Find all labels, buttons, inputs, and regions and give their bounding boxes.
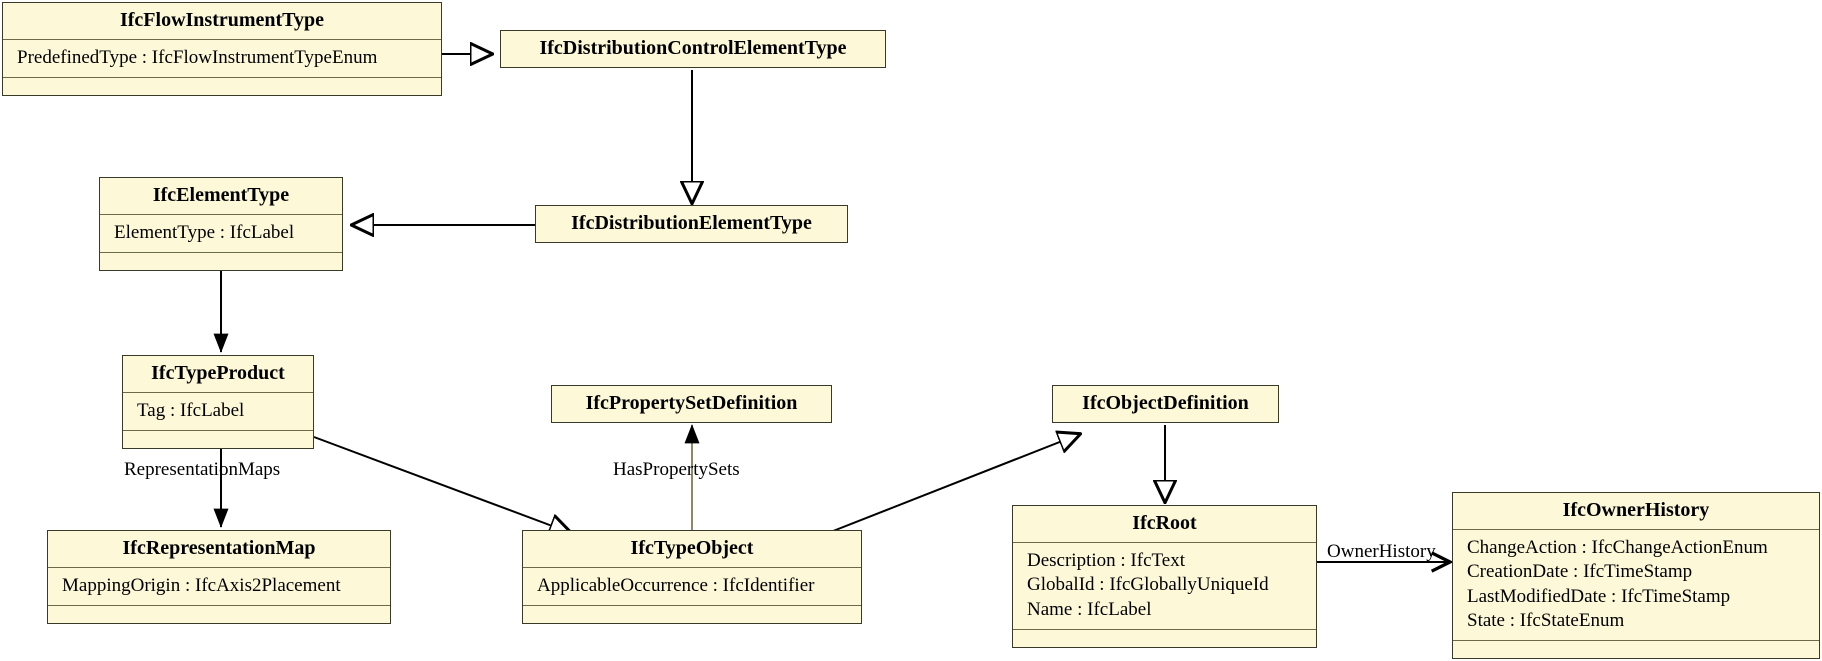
class-box-ifcflowinstrumenttype[interactable]: IfcFlowInstrumentType PredefinedType : I… <box>2 2 442 97</box>
class-box-ifcdistributionelementtype[interactable]: IfcDistributionElementType <box>535 205 848 243</box>
class-box-ifcdistributioncontrolelementtype[interactable]: IfcDistributionControlElementType <box>500 30 886 68</box>
attribute-row: ElementType : IfcLabel <box>114 222 295 243</box>
class-title: IfcRepresentationMap <box>122 537 316 559</box>
edge-label-owner-history: OwnerHistory <box>1327 541 1436 562</box>
class-attributes: ElementType : IfcLabel <box>100 214 342 252</box>
class-box-ifcobjectdefinition[interactable]: IfcObjectDefinition <box>1052 385 1279 423</box>
class-title: IfcDistributionElementType <box>571 212 812 234</box>
class-attributes: ApplicableOccurrence : IfcIdentifier <box>523 567 861 605</box>
class-operations <box>523 605 861 623</box>
attribute-row: CreationDate : IfcTimeStamp <box>1467 561 1693 583</box>
class-title: IfcPropertySetDefinition <box>585 392 798 414</box>
class-box-ifcpropertysetdefinition[interactable]: IfcPropertySetDefinition <box>551 385 832 423</box>
attribute-row: ChangeAction : IfcChangeActionEnum <box>1467 537 1768 558</box>
attribute-row: LastModifiedDate : IfcTimeStamp <box>1467 585 1731 607</box>
class-operations <box>1453 640 1819 658</box>
edge-label-has-property-sets: HasPropertySets <box>613 459 740 480</box>
class-attributes: Tag : IfcLabel <box>123 392 313 430</box>
class-operations <box>1013 628 1316 647</box>
class-title: IfcTypeProduct <box>151 362 285 384</box>
class-box-ifcroot[interactable]: IfcRoot Description : IfcText GlobalId :… <box>1012 505 1317 648</box>
class-box-ifcelementtype[interactable]: IfcElementType ElementType : IfcLabel <box>99 177 343 272</box>
attribute-row: Name : IfcLabel <box>1027 598 1152 620</box>
class-title: IfcOwnerHistory <box>1562 499 1710 521</box>
class-attributes: PredefinedType : IfcFlowInstrumentTypeEn… <box>3 39 441 77</box>
attribute-row: Tag : IfcLabel <box>137 400 245 421</box>
class-box-ifcrepresentationmap[interactable]: IfcRepresentationMap MappingOrigin : Ifc… <box>47 530 391 625</box>
class-title: IfcRoot <box>1132 512 1197 534</box>
class-title: IfcObjectDefinition <box>1082 392 1249 414</box>
class-box-ifcownerhistory[interactable]: IfcOwnerHistory ChangeAction : IfcChange… <box>1452 492 1820 660</box>
edge-typeproduct-to-typeobject <box>313 436 571 533</box>
class-attributes: MappingOrigin : IfcAxis2Placement <box>48 567 390 605</box>
class-operations <box>3 77 441 95</box>
attribute-row: MappingOrigin : IfcAxis2Placement <box>62 575 341 596</box>
attribute-row: PredefinedType : IfcFlowInstrumentTypeEn… <box>17 47 378 68</box>
class-attributes: ChangeAction : IfcChangeActionEnum Creat… <box>1453 529 1819 640</box>
class-title: IfcFlowInstrumentType <box>119 9 325 31</box>
attribute-row: State : IfcStateEnum <box>1467 609 1625 631</box>
class-operations <box>123 430 313 448</box>
class-attributes: Description : IfcText GlobalId : IfcGlob… <box>1013 542 1316 629</box>
class-title: IfcDistributionControlElementType <box>539 37 847 59</box>
class-box-ifctypeobject[interactable]: IfcTypeObject ApplicableOccurrence : Ifc… <box>522 530 862 625</box>
class-box-ifctypeproduct[interactable]: IfcTypeProduct Tag : IfcLabel <box>122 355 314 450</box>
class-operations <box>100 252 342 270</box>
attribute-row: Description : IfcText <box>1027 550 1186 571</box>
attribute-row: ApplicableOccurrence : IfcIdentifier <box>537 575 815 596</box>
edge-label-representation-maps: RepresentationMaps <box>124 459 281 480</box>
class-operations <box>48 605 390 623</box>
class-title: IfcTypeObject <box>630 537 754 559</box>
class-title: IfcElementType <box>152 184 290 206</box>
attribute-row: GlobalId : IfcGloballyUniqueId <box>1027 574 1269 596</box>
